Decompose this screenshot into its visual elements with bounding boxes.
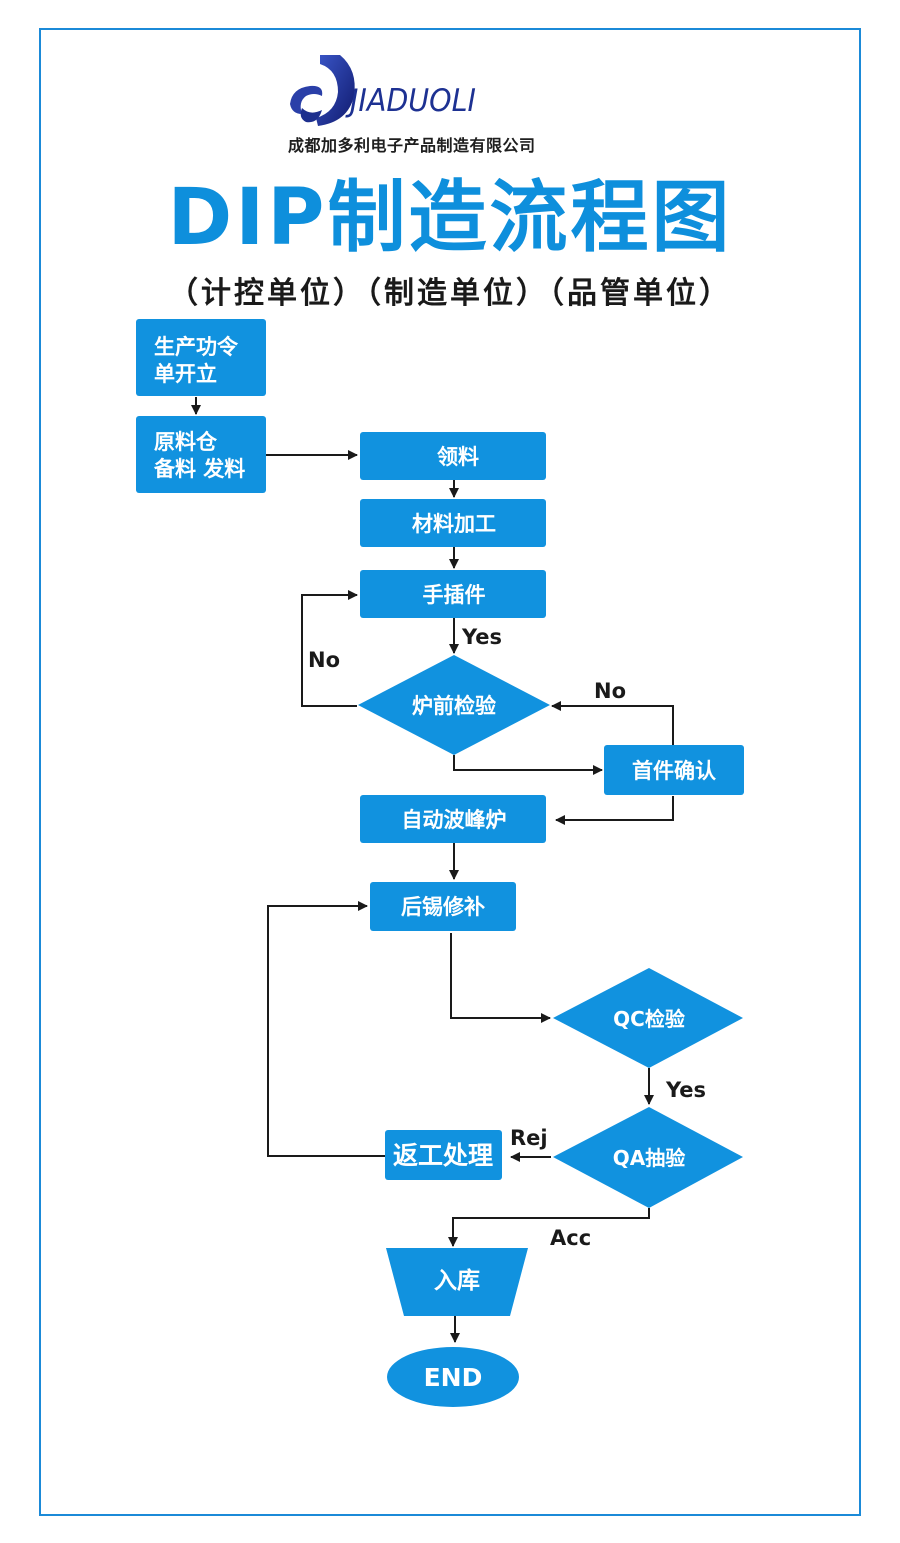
node-qc-label: QC检验 [613,1007,685,1031]
node-rework-label: 返工处理 [393,1141,493,1170]
node-stock-label: 入库 [434,1268,480,1294]
page-subtitle: （计控单位）（制造单位）（品管单位） [168,276,732,311]
edge-precheck-no-insert [301,590,358,707]
node-wave-box [360,795,546,843]
label-no-left: No [308,648,340,672]
node-first-label: 首件确认 [632,759,716,783]
node-touchup-label: 后锡修补 [401,895,485,919]
edge-first-no-precheck [551,701,674,745]
logo-wordmark: JIADUOLI [350,83,476,119]
page-title: DIP制造流程图 [167,173,733,263]
node-first-box [604,745,744,795]
node-end-label: END [424,1363,483,1392]
node-insert-label: 手插件 [423,583,486,607]
edge-first-wave [555,796,674,825]
node-pick-label: 领料 [437,445,479,469]
edge-touchup-qc [450,933,551,1023]
label-acc: Acc [550,1226,591,1250]
edge-precheck-first [453,755,603,775]
node-process-box [360,499,546,547]
label-yes-qc: Yes [665,1078,706,1102]
node-order-box [136,319,266,396]
edge-rework-touchup [267,901,385,1157]
node-warehouse-line1: 原料仓 [154,430,218,454]
node-process-label: 材料加工 [412,512,496,536]
company-logo: JIADUOLI 成都加多利电子产品制造有限公司 [288,52,588,155]
node-wave-label: 自动波峰炉 [402,808,507,832]
node-end-ellipse [387,1347,519,1407]
node-warehouse-box [136,416,266,493]
node-insert-box [360,570,546,618]
logo-mark-icon [290,55,355,126]
node-qa-label: QA抽验 [613,1146,685,1170]
edge-qa-stock [448,1208,650,1247]
node-order-line1: 生产功令 [154,335,239,359]
node-qa-diamond [553,1107,743,1208]
node-qc-diamond [553,968,743,1068]
node-precheck-diamond [358,655,550,755]
node-warehouse-line2: 备料 发料 [153,457,245,481]
poster-frame [39,28,861,1516]
label-no-right: No [594,679,626,703]
label-rej: Rej [510,1126,548,1150]
node-pick-box [360,432,546,480]
node-stock-trapezoid [386,1248,528,1316]
node-order-line2: 单开立 [154,362,217,386]
node-touchup-box [370,882,516,931]
node-rework-box [385,1130,502,1180]
label-yes-insert: Yes [461,625,502,649]
node-precheck-label: 炉前检验 [412,694,496,718]
company-name: 成都加多利电子产品制造有限公司 [288,136,536,155]
